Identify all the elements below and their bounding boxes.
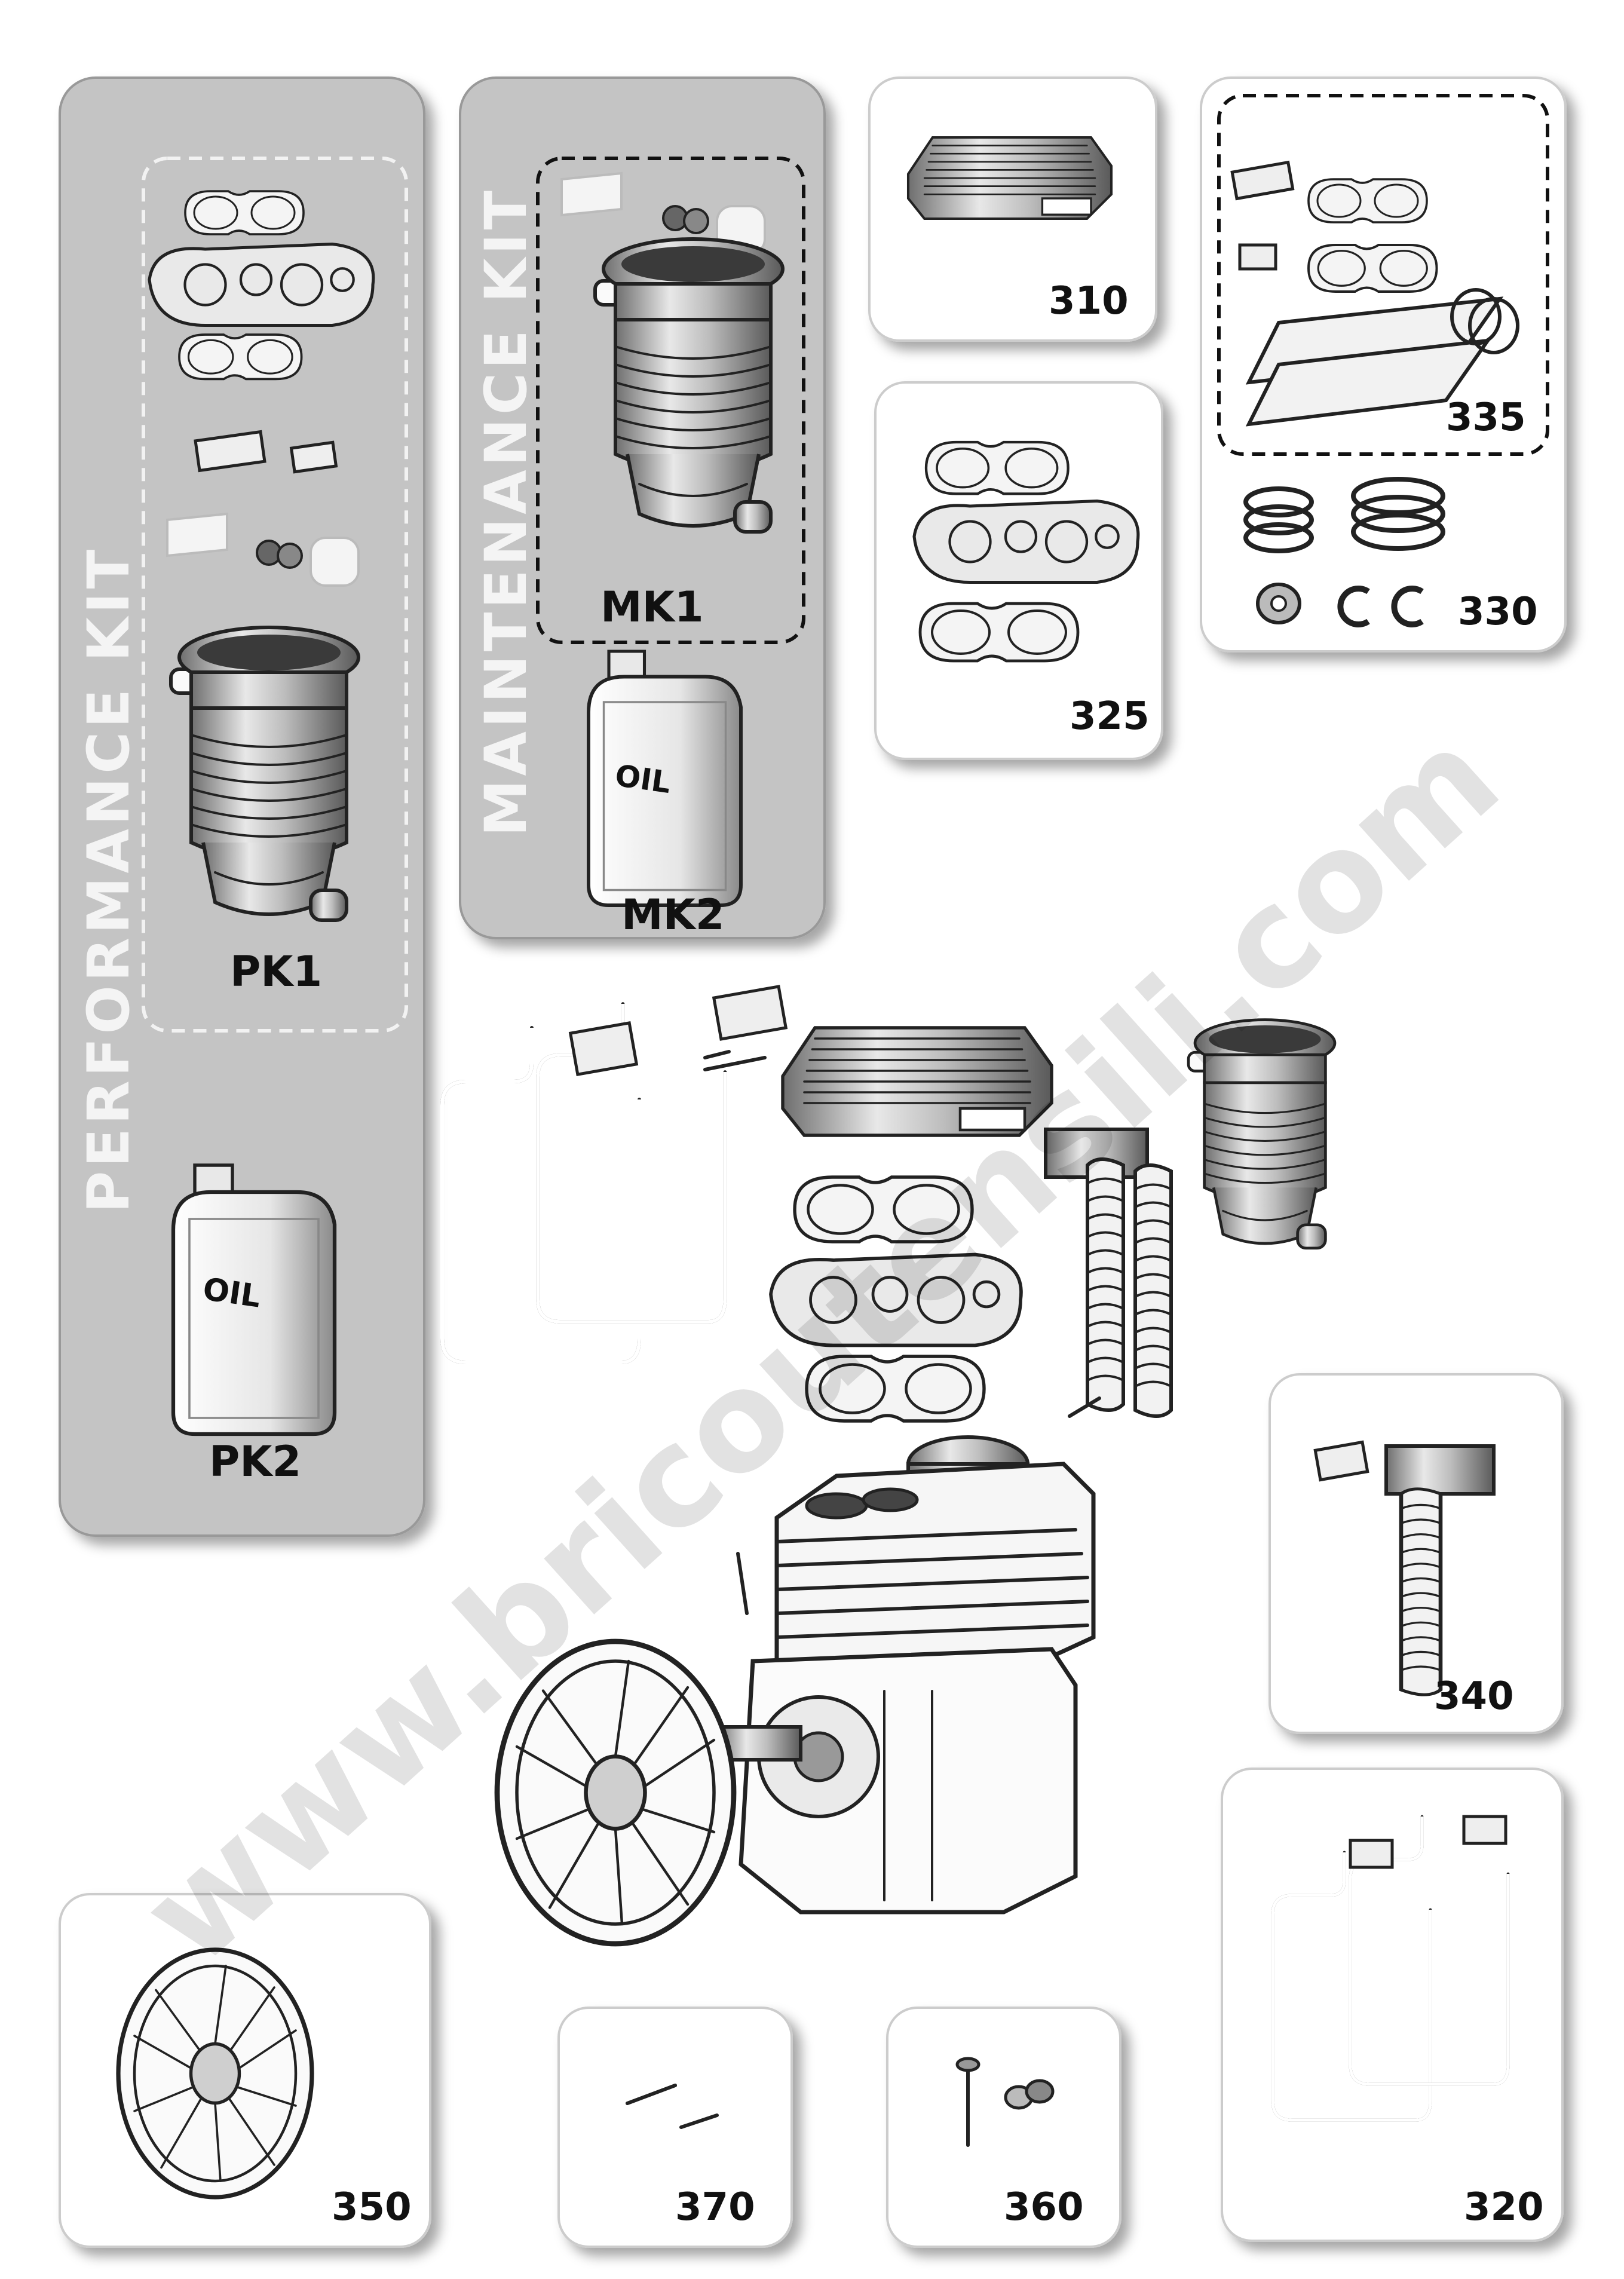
mk1-air-filter <box>560 171 783 532</box>
part-370-card <box>557 2007 793 2248</box>
pk2-label: PK2 <box>209 1437 301 1486</box>
piston-rings-330 <box>1243 477 1445 627</box>
part-335-dashed-group <box>1217 94 1549 456</box>
mounting-frame-320 <box>1273 1815 1508 2120</box>
pk2-oil-can: OIL <box>173 1165 335 1434</box>
pk2-oil-text: OIL <box>201 1272 263 1315</box>
part-340-label: 340 <box>1434 1674 1514 1719</box>
mk2-oil-text: OIL <box>613 758 673 800</box>
part-370-label: 370 <box>675 2185 755 2229</box>
part-350-label: 350 <box>332 2185 412 2229</box>
pk1-gasket-set <box>149 190 373 587</box>
bolt-and-washer-360 <box>955 2057 1055 2147</box>
mk1-label: MK1 <box>600 583 704 632</box>
maintenance-kit-title: MAINTENANCE KIT <box>473 187 540 837</box>
mk1-dashed-group <box>536 157 805 644</box>
part-330-label: 330 <box>1458 590 1538 634</box>
pk1-dashed-group <box>142 157 408 1033</box>
pk1-label: PK1 <box>230 947 322 996</box>
part-320-card <box>1221 1768 1564 2242</box>
mk2-oil-can: OIL <box>589 651 741 905</box>
mk2-label: MK2 <box>621 890 725 939</box>
cylinder-head-310 <box>908 137 1111 219</box>
exploded-compressor-assembly <box>442 985 1335 1944</box>
part-360-card <box>886 2007 1122 2248</box>
performance-kit-title: PERFORMANCE KIT <box>75 546 142 1213</box>
pins-370 <box>626 2084 719 2129</box>
part-325-label: 325 <box>1070 694 1150 739</box>
delivery-pipe-340 <box>1313 1440 1496 1695</box>
part-360-label: 360 <box>1004 2185 1084 2229</box>
gasket-set-335 <box>1230 160 1519 427</box>
part-320-label: 320 <box>1464 2185 1544 2229</box>
part-335-label: 335 <box>1446 396 1526 440</box>
part-310-label: 310 <box>1049 279 1129 323</box>
